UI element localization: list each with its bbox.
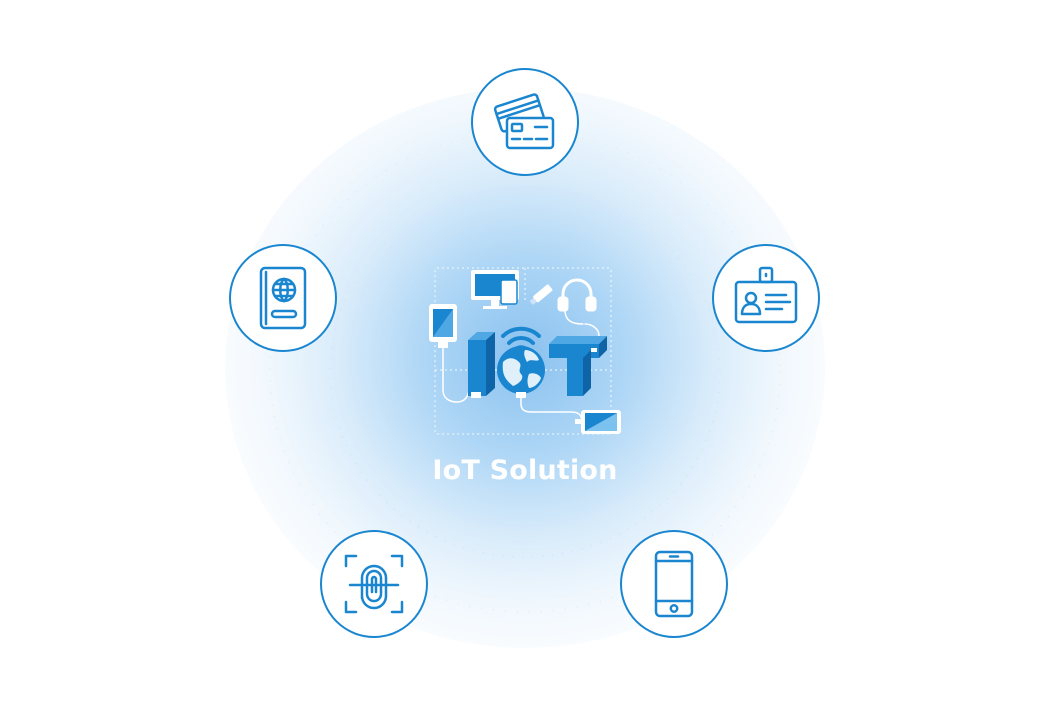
payment-cards-icon: [493, 93, 555, 150]
center-title: IoT Solution: [432, 455, 618, 486]
fingerprint-scan-node: [320, 530, 428, 638]
id-badge-node: [712, 244, 820, 352]
globe-icon: [497, 346, 582, 419]
mobile-phone-node: [620, 530, 728, 638]
iot-devices-illustration: [429, 267, 621, 435]
fingerprint-scan-icon: [344, 554, 404, 614]
usb-stick-icon: [529, 284, 553, 305]
left-phone-icon: [429, 304, 470, 403]
headphones-icon: [557, 278, 600, 349]
passport-icon: [259, 266, 307, 330]
letter-i: [468, 332, 495, 398]
id-badge-icon: [734, 266, 798, 324]
letter-t: [549, 336, 607, 396]
passport-node: [229, 244, 337, 352]
monitor-icon: [471, 270, 519, 309]
mobile-phone-icon: [654, 550, 694, 618]
payment-cards-node: [471, 68, 579, 176]
tablet-icon: [575, 410, 621, 434]
